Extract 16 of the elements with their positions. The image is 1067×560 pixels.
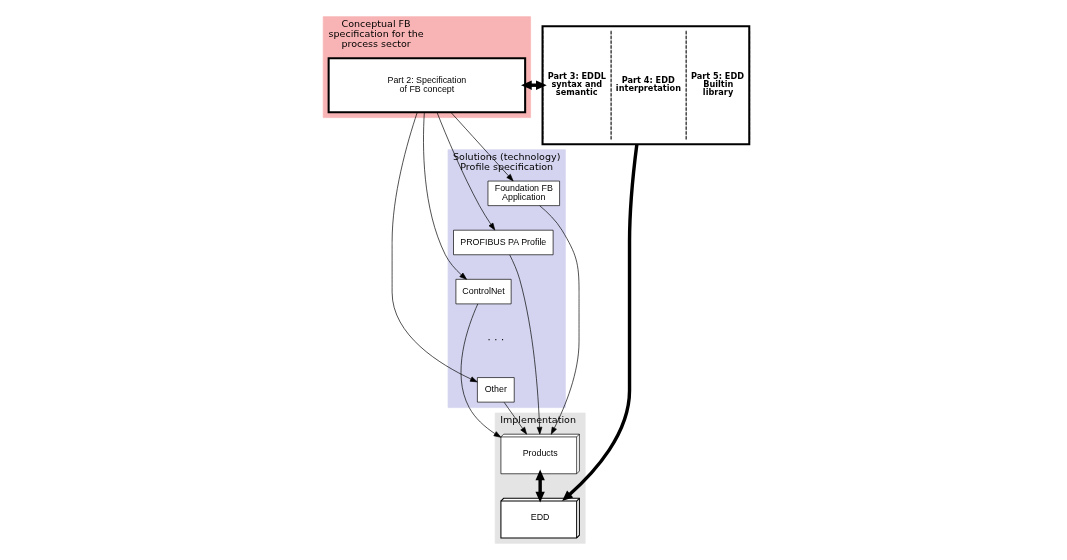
arrow (460, 303, 502, 438)
node-box: Other (477, 377, 515, 403)
arrow (562, 144, 639, 501)
node-box: ControlNet (455, 279, 512, 305)
node-box: Foundation FB Application (487, 180, 560, 206)
arrow (503, 402, 527, 435)
arrow (535, 469, 545, 503)
node-box: Part 2: Specification of FB concept (327, 57, 527, 114)
node-box: PROFIBUS PA Profile (453, 229, 554, 256)
arrow (450, 111, 514, 182)
arrow (423, 111, 467, 280)
arrow (436, 111, 496, 231)
label: · · · (487, 333, 505, 346)
arrow (509, 254, 543, 435)
arrow (391, 111, 478, 383)
arrow (539, 205, 580, 435)
